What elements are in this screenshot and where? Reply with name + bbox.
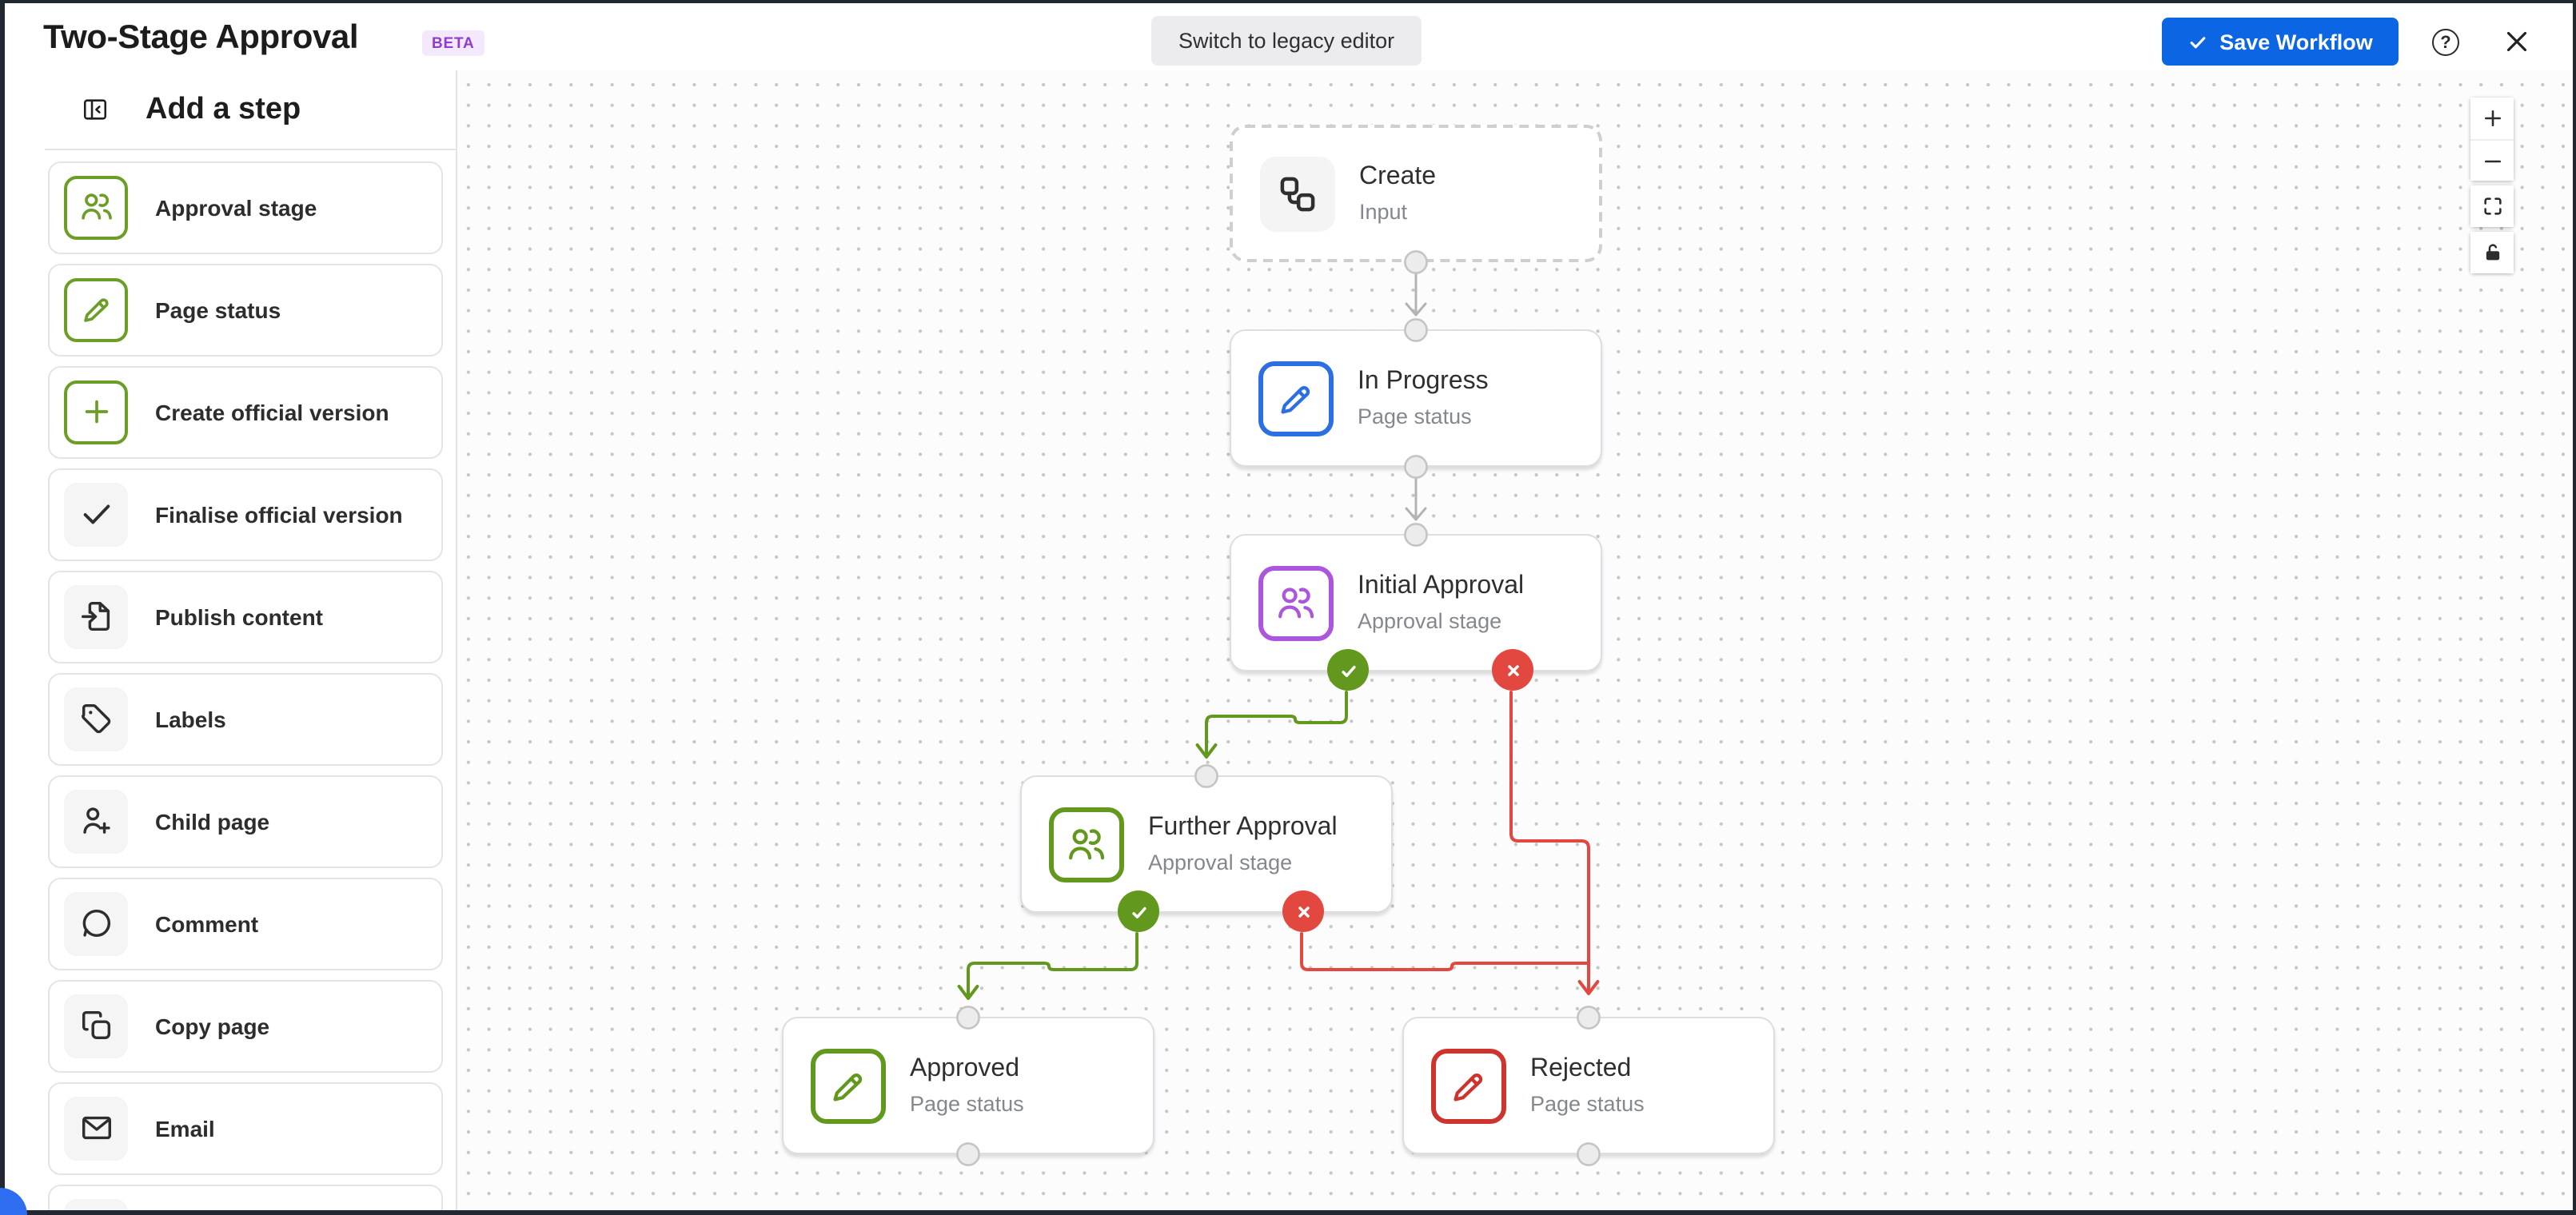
sidebar-item-publish-content[interactable]: Publish content	[48, 571, 443, 663]
pencil-icon	[64, 277, 128, 342]
plus-icon	[64, 380, 128, 444]
window-edge-bottom	[0, 1210, 2576, 1215]
node-in-progress[interactable]: In Progress Page status	[1230, 329, 1602, 467]
sidebar-item-label: Child page	[155, 808, 270, 835]
reject-outcome-badge[interactable]	[1282, 890, 1324, 932]
pencil-icon	[811, 1048, 886, 1123]
check-icon	[64, 482, 128, 547]
node-title: In Progress	[1358, 368, 1489, 395]
sidebar-item-partial[interactable]	[48, 1185, 443, 1210]
sidebar-item-label: Approval stage	[155, 194, 317, 221]
node-initial-approval[interactable]: Initial Approval Approval stage	[1230, 534, 1602, 691]
beta-badge: BETA	[422, 30, 484, 56]
window-edge-top	[0, 0, 2576, 2]
node-subtitle: Page status	[910, 1092, 1024, 1116]
tag-icon	[64, 687, 128, 751]
node-title: Approved	[910, 1055, 1019, 1082]
node-subtitle: Approval stage	[1358, 609, 1502, 633]
sidebar-item-page-status[interactable]: Page status	[48, 264, 443, 356]
user-plus-icon	[64, 789, 128, 854]
unlock-icon[interactable]	[2470, 232, 2514, 273]
window-edge-right	[2573, 0, 2576, 1215]
save-workflow-label: Save Workflow	[2219, 30, 2373, 54]
window-edge-left	[0, 0, 5, 1215]
close-icon[interactable]	[2502, 27, 2531, 56]
node-title: Initial Approval	[1358, 572, 1525, 600]
publish-document-icon	[64, 584, 128, 649]
node-further-approval[interactable]: Further Approval Approval stage	[1020, 775, 1393, 932]
sidebar-header: Add a step	[5, 70, 456, 149]
node-title: Create	[1359, 163, 1437, 190]
save-workflow-button[interactable]: Save Workflow	[2162, 18, 2399, 66]
divider	[45, 149, 456, 150]
sidebar-item-label: Publish content	[155, 604, 323, 630]
zoom-out-icon[interactable]	[2470, 139, 2514, 181]
node-approved[interactable]: Approved Page status	[782, 1017, 1154, 1154]
collapse-panel-icon[interactable]	[82, 96, 109, 123]
sidebar-item-label: Comment	[155, 910, 259, 937]
workflow-icon	[1260, 156, 1335, 231]
speech-bubble-icon	[64, 891, 128, 956]
users-icon	[1049, 807, 1124, 882]
copy-icon	[64, 994, 128, 1058]
node-rejected[interactable]: Rejected Page status	[1402, 1017, 1775, 1154]
sidebar-item-label: Page status	[155, 297, 281, 323]
switch-to-legacy-editor-button[interactable]: Switch to legacy editor	[1151, 16, 1422, 66]
sidebar-item-create-official-version[interactable]: Create official version	[48, 366, 443, 458]
page-title: Two-Stage Approval	[43, 19, 359, 56]
fit-view-icon[interactable]	[2470, 185, 2514, 227]
node-title: Further Approval	[1148, 814, 1338, 841]
envelope-icon	[64, 1096, 128, 1161]
add-step-sidebar: Add a step Approval stage Page status	[5, 70, 457, 1210]
sidebar-item-label: Copy page	[155, 1013, 270, 1039]
reject-outcome-badge[interactable]	[1492, 649, 1533, 691]
node-subtitle: Approval stage	[1148, 850, 1293, 874]
sidebar-item-approval-stage[interactable]: Approval stage	[48, 161, 443, 253]
users-icon	[64, 175, 128, 240]
sidebar-title: Add a step	[146, 92, 301, 125]
help-icon[interactable]: ?	[2432, 29, 2459, 56]
users-icon	[1258, 565, 1334, 640]
zoom-in-icon[interactable]	[2470, 98, 2514, 139]
sidebar-item-copy-page[interactable]: Copy page	[48, 980, 443, 1072]
node-subtitle: Page status	[1358, 404, 1472, 428]
hidden-icon	[64, 1198, 128, 1210]
node-create[interactable]: Create Input	[1230, 125, 1602, 262]
approve-outcome-badge[interactable]	[1118, 890, 1159, 932]
check-icon	[2190, 36, 2206, 48]
node-subtitle: Page status	[1530, 1092, 1645, 1116]
pencil-icon	[1258, 361, 1334, 436]
sidebar-item-child-page[interactable]: Child page	[48, 775, 443, 867]
sidebar-item-label: Labels	[155, 706, 226, 732]
sidebar-item-label: Create official version	[155, 399, 389, 425]
sidebar-item-label: Email	[155, 1115, 215, 1141]
canvas-controls	[2470, 98, 2514, 278]
node-title: Rejected	[1530, 1055, 1632, 1082]
approve-outcome-badge[interactable]	[1327, 649, 1369, 691]
sidebar-item-email[interactable]: Email	[48, 1082, 443, 1174]
sidebar-item-finalise-official-version[interactable]: Finalise official version	[48, 468, 443, 560]
sidebar-item-comment[interactable]: Comment	[48, 878, 443, 970]
pencil-icon	[1431, 1048, 1506, 1123]
node-subtitle: Input	[1359, 200, 1408, 224]
sidebar-item-label: Finalise official version	[155, 501, 403, 528]
sidebar-item-labels[interactable]: Labels	[48, 673, 443, 765]
